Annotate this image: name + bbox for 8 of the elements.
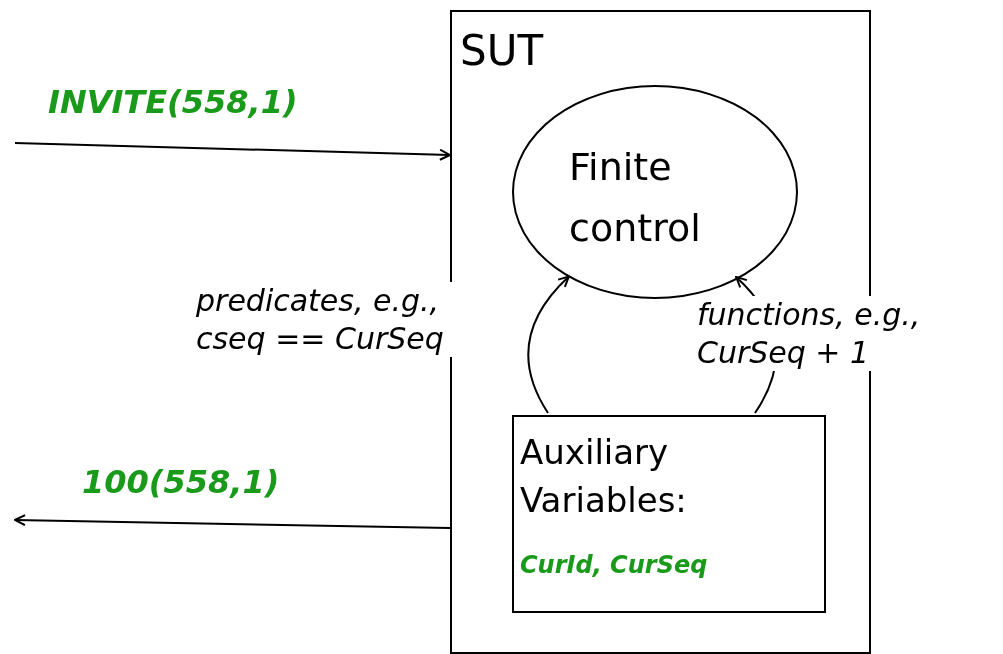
variable-list: CurId, CurSeq	[520, 551, 810, 580]
ellipse-label: Finite control	[569, 144, 702, 252]
variables-box	[512, 415, 826, 613]
arrow	[14, 514, 451, 529]
box-label: Auxiliary Variables:	[520, 431, 688, 522]
box-heading: SUT	[460, 26, 544, 77]
arrow	[527, 275, 570, 414]
arrow	[14, 142, 451, 161]
